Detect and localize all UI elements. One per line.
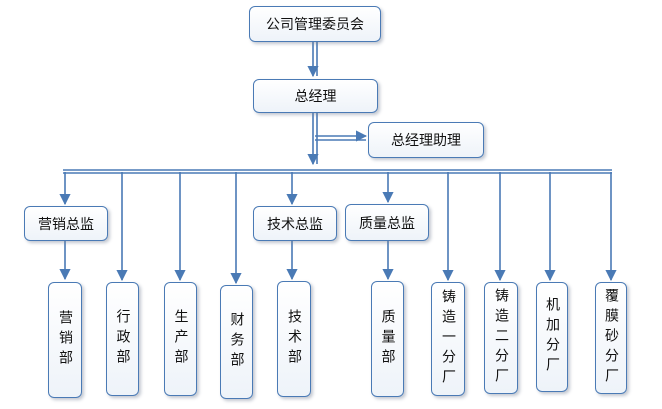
node-dept-production: 生产部: [164, 282, 197, 396]
node-branch-coating: 覆膜砂分厂: [595, 282, 627, 394]
node-dept-tech: 技术部: [277, 281, 311, 397]
node-assistant: 总经理助理: [368, 122, 484, 158]
node-committee-label: 公司管理委员会: [266, 17, 364, 33]
node-committee: 公司管理委员会: [249, 6, 381, 42]
node-quality-director: 质量总监: [345, 204, 429, 241]
node-branch-machining: 机加分厂: [536, 282, 568, 392]
node-dept-marketing-label: 营销部: [57, 310, 73, 370]
node-gm-label: 总经理: [294, 89, 337, 105]
node-branch-casting1: 铸造一分厂: [431, 282, 465, 396]
node-branch-machining-label: 机加分厂: [544, 297, 560, 377]
node-marketing-director-label: 营销总监: [38, 216, 94, 233]
node-dept-admin: 行政部: [106, 282, 139, 396]
node-dept-admin-label: 行政部: [114, 309, 131, 369]
node-dept-quality: 质量部: [371, 281, 404, 397]
node-branch-casting2: 铸造二分厂: [484, 282, 518, 394]
node-assistant-label: 总经理助理: [391, 133, 461, 149]
node-dept-marketing: 营销部: [48, 282, 82, 398]
node-dept-finance: 财务部: [220, 285, 253, 399]
node-branch-casting1-label: 铸造一分厂: [440, 289, 456, 389]
node-dept-tech-label: 技术部: [286, 309, 302, 369]
node-dept-finance-label: 财务部: [228, 312, 245, 372]
node-dept-quality-label: 质量部: [379, 309, 396, 369]
node-branch-casting2-label: 铸造二分厂: [493, 288, 509, 388]
node-tech-director: 技术总监: [253, 206, 337, 241]
node-marketing-director: 营销总监: [24, 206, 108, 241]
node-dept-production-label: 生产部: [172, 309, 189, 369]
node-gm: 总经理: [253, 79, 378, 113]
node-tech-director-label: 技术总监: [267, 216, 323, 233]
node-quality-director-label: 质量总监: [359, 215, 415, 232]
node-branch-coating-label: 覆膜砂分厂: [603, 288, 619, 388]
